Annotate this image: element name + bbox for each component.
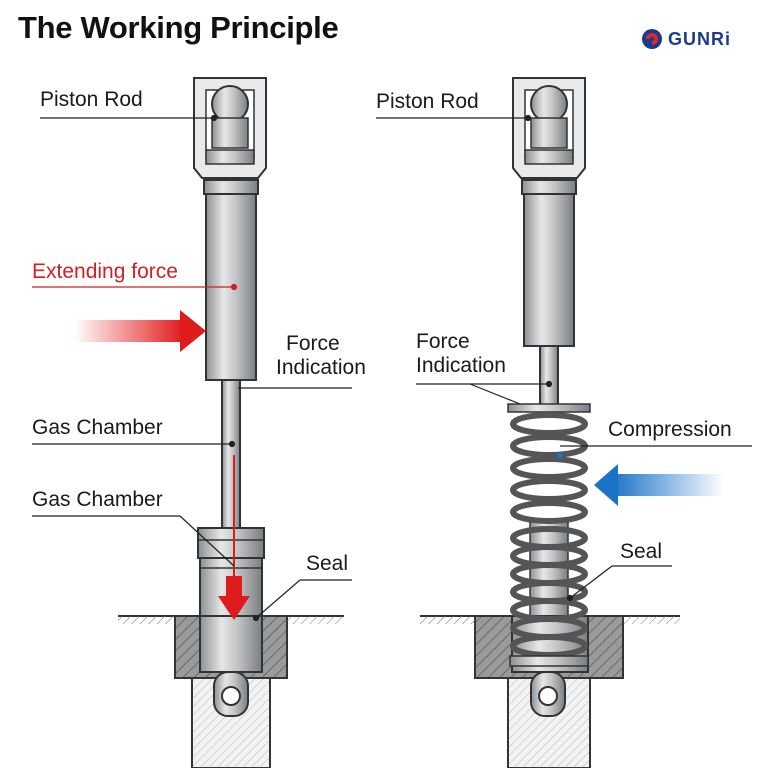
left-leader-lines: [32, 114, 352, 622]
left-piston-rod: [221, 379, 241, 531]
gunri-logo-icon: [642, 29, 662, 49]
left-shock-absorber: [32, 77, 352, 768]
right-indication-label-line2: Indication: [416, 354, 506, 377]
gas-chamber-label-lower: Gas Chamber: [32, 488, 163, 511]
right-top-mount: [512, 77, 586, 179]
brand-logo: GUNRi: [640, 26, 731, 52]
left-piston-rod-label: Piston Rod: [40, 88, 143, 111]
compression-label: Compression: [608, 418, 732, 441]
left-upper-collar: [203, 179, 259, 195]
right-force-label-line1: Force: [416, 330, 470, 353]
right-upper-collar: [521, 179, 577, 195]
downward-force-arrow: [218, 455, 250, 620]
left-lower-collar: [197, 527, 265, 559]
page-title: The Working Principle: [18, 10, 339, 45]
compression-spring: [507, 403, 591, 667]
left-seal-label: Seal: [306, 552, 349, 575]
left-force-label-line1: Force: [286, 332, 340, 355]
brand-name: GUNRi: [668, 28, 731, 49]
left-indication-label-line2: Indication: [276, 356, 366, 379]
right-leader-lines: [376, 114, 752, 602]
extending-force-label: Extending force: [32, 260, 178, 283]
right-seal-label: Seal: [620, 540, 663, 563]
left-top-mount: [193, 77, 267, 179]
right-upper-cylinder: [523, 193, 575, 347]
compression-force-arrow: [594, 464, 724, 506]
right-shock-absorber: [376, 77, 752, 768]
gas-chamber-label-upper: Gas Chamber: [32, 416, 163, 439]
extending-force-arrow: [74, 310, 206, 352]
right-piston-rod-label: Piston Rod: [376, 90, 479, 113]
